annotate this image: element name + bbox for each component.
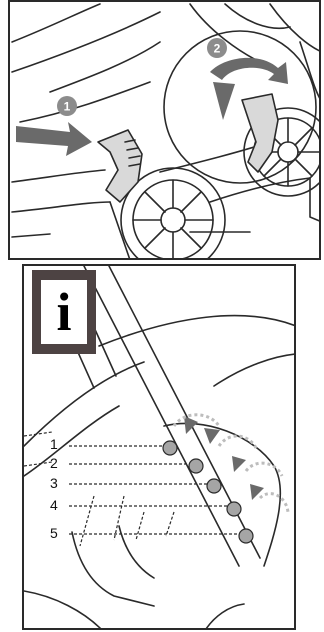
step-2-number: 2 bbox=[214, 42, 221, 56]
lever-adjustment-illustration: 1 2 bbox=[8, 0, 321, 260]
info-icon: i bbox=[32, 270, 96, 354]
position-label-2: 2 bbox=[50, 456, 58, 470]
down-arrow-icon bbox=[213, 82, 235, 120]
position-label-5: 5 bbox=[50, 526, 58, 540]
info-symbol: i bbox=[56, 285, 71, 339]
notch-3 bbox=[207, 479, 221, 493]
step-1-badge: 1 bbox=[57, 96, 77, 116]
notch-4 bbox=[227, 502, 241, 516]
push-arrow-icon bbox=[16, 122, 92, 156]
rotate-arrow-icon bbox=[210, 58, 288, 84]
position-label-1: 1 bbox=[50, 437, 58, 451]
notch-1 bbox=[163, 441, 177, 455]
step-2-badge: 2 bbox=[207, 38, 227, 58]
notch-2 bbox=[189, 459, 203, 473]
position-label-4: 4 bbox=[50, 498, 58, 512]
position-label-3: 3 bbox=[50, 476, 58, 490]
height-positions-illustration: i 1 2 3 4 5 bbox=[22, 264, 296, 630]
mower-wheel-drawing: 1 2 bbox=[10, 2, 321, 260]
notch-5 bbox=[239, 529, 253, 543]
step-1-number: 1 bbox=[64, 100, 71, 114]
